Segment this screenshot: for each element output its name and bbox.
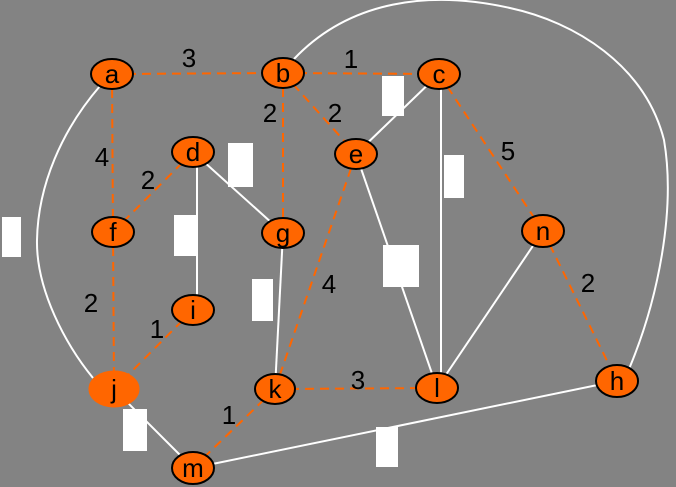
node-j-label: j [110, 374, 117, 404]
node-i-shape[interactable] [171, 294, 215, 326]
edge-d-f[interactable] [112, 151, 194, 233]
edge-weight-k-m: 1 [222, 400, 236, 430]
edge-b-h[interactable] [293, 0, 669, 370]
node-d[interactable]: d [171, 136, 215, 168]
node-c-shape[interactable] [417, 58, 461, 90]
edge-label-box-m-h [376, 427, 398, 467]
edge-a-f[interactable] [111, 73, 114, 233]
edge-c-n[interactable] [438, 73, 544, 232]
node-g-shape[interactable] [261, 217, 305, 249]
node-i-label: i [190, 295, 196, 325]
edge-weight-k-l: 3 [351, 365, 365, 395]
node-j-shape[interactable] [88, 370, 140, 408]
edge-e-k[interactable] [274, 153, 357, 390]
node-n-label: n [536, 216, 550, 246]
node-m-label: m [182, 453, 204, 483]
node-d-label: d [186, 137, 200, 167]
node-h[interactable]: h [595, 364, 639, 398]
edge-m-h[interactable] [192, 380, 618, 469]
edge-label-box-c-l [444, 155, 464, 198]
edge-weight-n-h: 2 [581, 268, 595, 298]
node-n-shape[interactable] [521, 214, 565, 248]
edge-weight-b-g: 2 [263, 98, 277, 128]
node-b[interactable]: b [261, 57, 305, 89]
node-c[interactable]: c [417, 58, 461, 90]
node-f-label: f [109, 217, 117, 247]
edge-n-h[interactable] [542, 230, 618, 382]
node-m[interactable]: m [171, 451, 215, 485]
node-b-shape[interactable] [261, 57, 305, 89]
edge-a-b[interactable] [111, 72, 284, 75]
node-f[interactable]: f [91, 216, 135, 248]
node-b-label: b [276, 58, 290, 88]
node-k-label: k [269, 374, 283, 404]
edge-weight-e-k: 4 [322, 269, 336, 299]
node-a-label: a [105, 59, 120, 89]
edge-label-box-g-k [252, 279, 273, 321]
node-a[interactable]: a [90, 58, 134, 90]
edge-f-j[interactable] [112, 231, 115, 390]
node-k-shape[interactable] [254, 373, 296, 405]
edge-label-box-a-j [2, 217, 21, 257]
edge-label-box-j-m [123, 409, 147, 451]
edge-b-c[interactable] [282, 72, 440, 75]
node-m-shape[interactable] [171, 451, 215, 485]
edge-weight-d-f: 2 [141, 165, 155, 195]
node-g[interactable]: g [261, 217, 305, 249]
edge-label-box-c-e [382, 76, 404, 116]
node-e-label: e [349, 139, 363, 169]
edge-b-e[interactable] [282, 72, 357, 155]
node-l[interactable]: l [415, 372, 459, 404]
node-j[interactable]: j [88, 370, 140, 408]
edge-d-g[interactable] [192, 151, 284, 234]
edge-weight-b-e: 2 [328, 98, 342, 128]
node-e-shape[interactable] [334, 138, 378, 170]
node-n[interactable]: n [521, 214, 565, 248]
edge-a-j[interactable] [35, 85, 101, 379]
node-h-shape[interactable] [595, 364, 639, 398]
node-l-label: l [434, 373, 440, 403]
edge-weight-a-b: 3 [182, 43, 196, 73]
node-g-label: g [276, 218, 290, 248]
edge-weight-b-c: 1 [344, 44, 358, 74]
node-a-shape[interactable] [90, 58, 134, 90]
node-l-shape[interactable] [415, 372, 459, 404]
edge-n-l[interactable] [436, 230, 544, 389]
node-d-shape[interactable] [171, 136, 215, 168]
edge-weight-f-j: 2 [84, 288, 98, 318]
edge-g-k[interactable] [274, 232, 284, 390]
node-k[interactable]: k [254, 373, 296, 405]
edge-label-box-e-l [383, 245, 419, 287]
edge-label-box-d-g [228, 143, 253, 187]
node-c-label: c [433, 59, 446, 89]
node-i[interactable]: i [171, 294, 215, 326]
edge-weight-a-f: 4 [95, 142, 109, 172]
node-h-label: h [610, 366, 624, 396]
edge-weight-c-n: 5 [501, 136, 515, 166]
edge-label-box-d-i [174, 215, 196, 256]
node-f-shape[interactable] [91, 216, 135, 248]
edge-k-l[interactable] [274, 387, 438, 390]
edge-weight-i-j: 1 [150, 314, 164, 344]
node-e[interactable]: e [334, 138, 378, 170]
